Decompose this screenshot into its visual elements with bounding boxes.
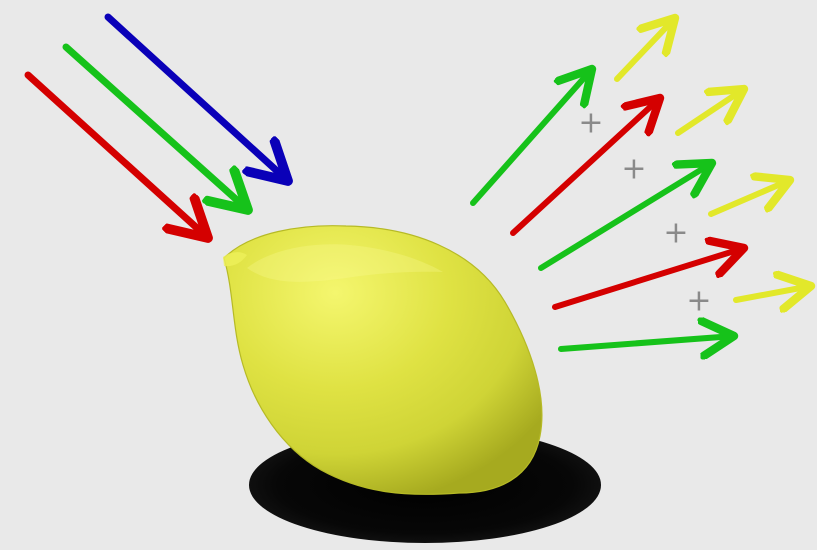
plus-sign-1: + bbox=[578, 106, 603, 141]
reflected-green-arrow-2 bbox=[538, 163, 712, 271]
yellow-arrow-2 bbox=[675, 89, 744, 136]
plus-sign-3: + bbox=[663, 216, 688, 251]
yellow-arrow-3 bbox=[708, 180, 790, 217]
reflected-red-arrow-1 bbox=[510, 98, 660, 236]
lemon-highlight bbox=[247, 244, 443, 282]
lemon-tip bbox=[223, 252, 247, 267]
incident-green-arrow bbox=[62, 43, 248, 210]
lemon bbox=[223, 225, 543, 495]
reflected-green-arrow-1 bbox=[470, 69, 592, 206]
plus-sign-4: + bbox=[686, 284, 711, 319]
reflected-red-arrow-2 bbox=[552, 248, 744, 310]
incident-red-arrow bbox=[24, 71, 208, 238]
incident-blue-arrow bbox=[104, 13, 288, 181]
yellow-arrow-1 bbox=[614, 18, 675, 82]
yellow-arrow-4 bbox=[733, 286, 811, 300]
plus-sign-2: + bbox=[621, 152, 646, 187]
reflected-green-arrow-3 bbox=[558, 336, 734, 349]
